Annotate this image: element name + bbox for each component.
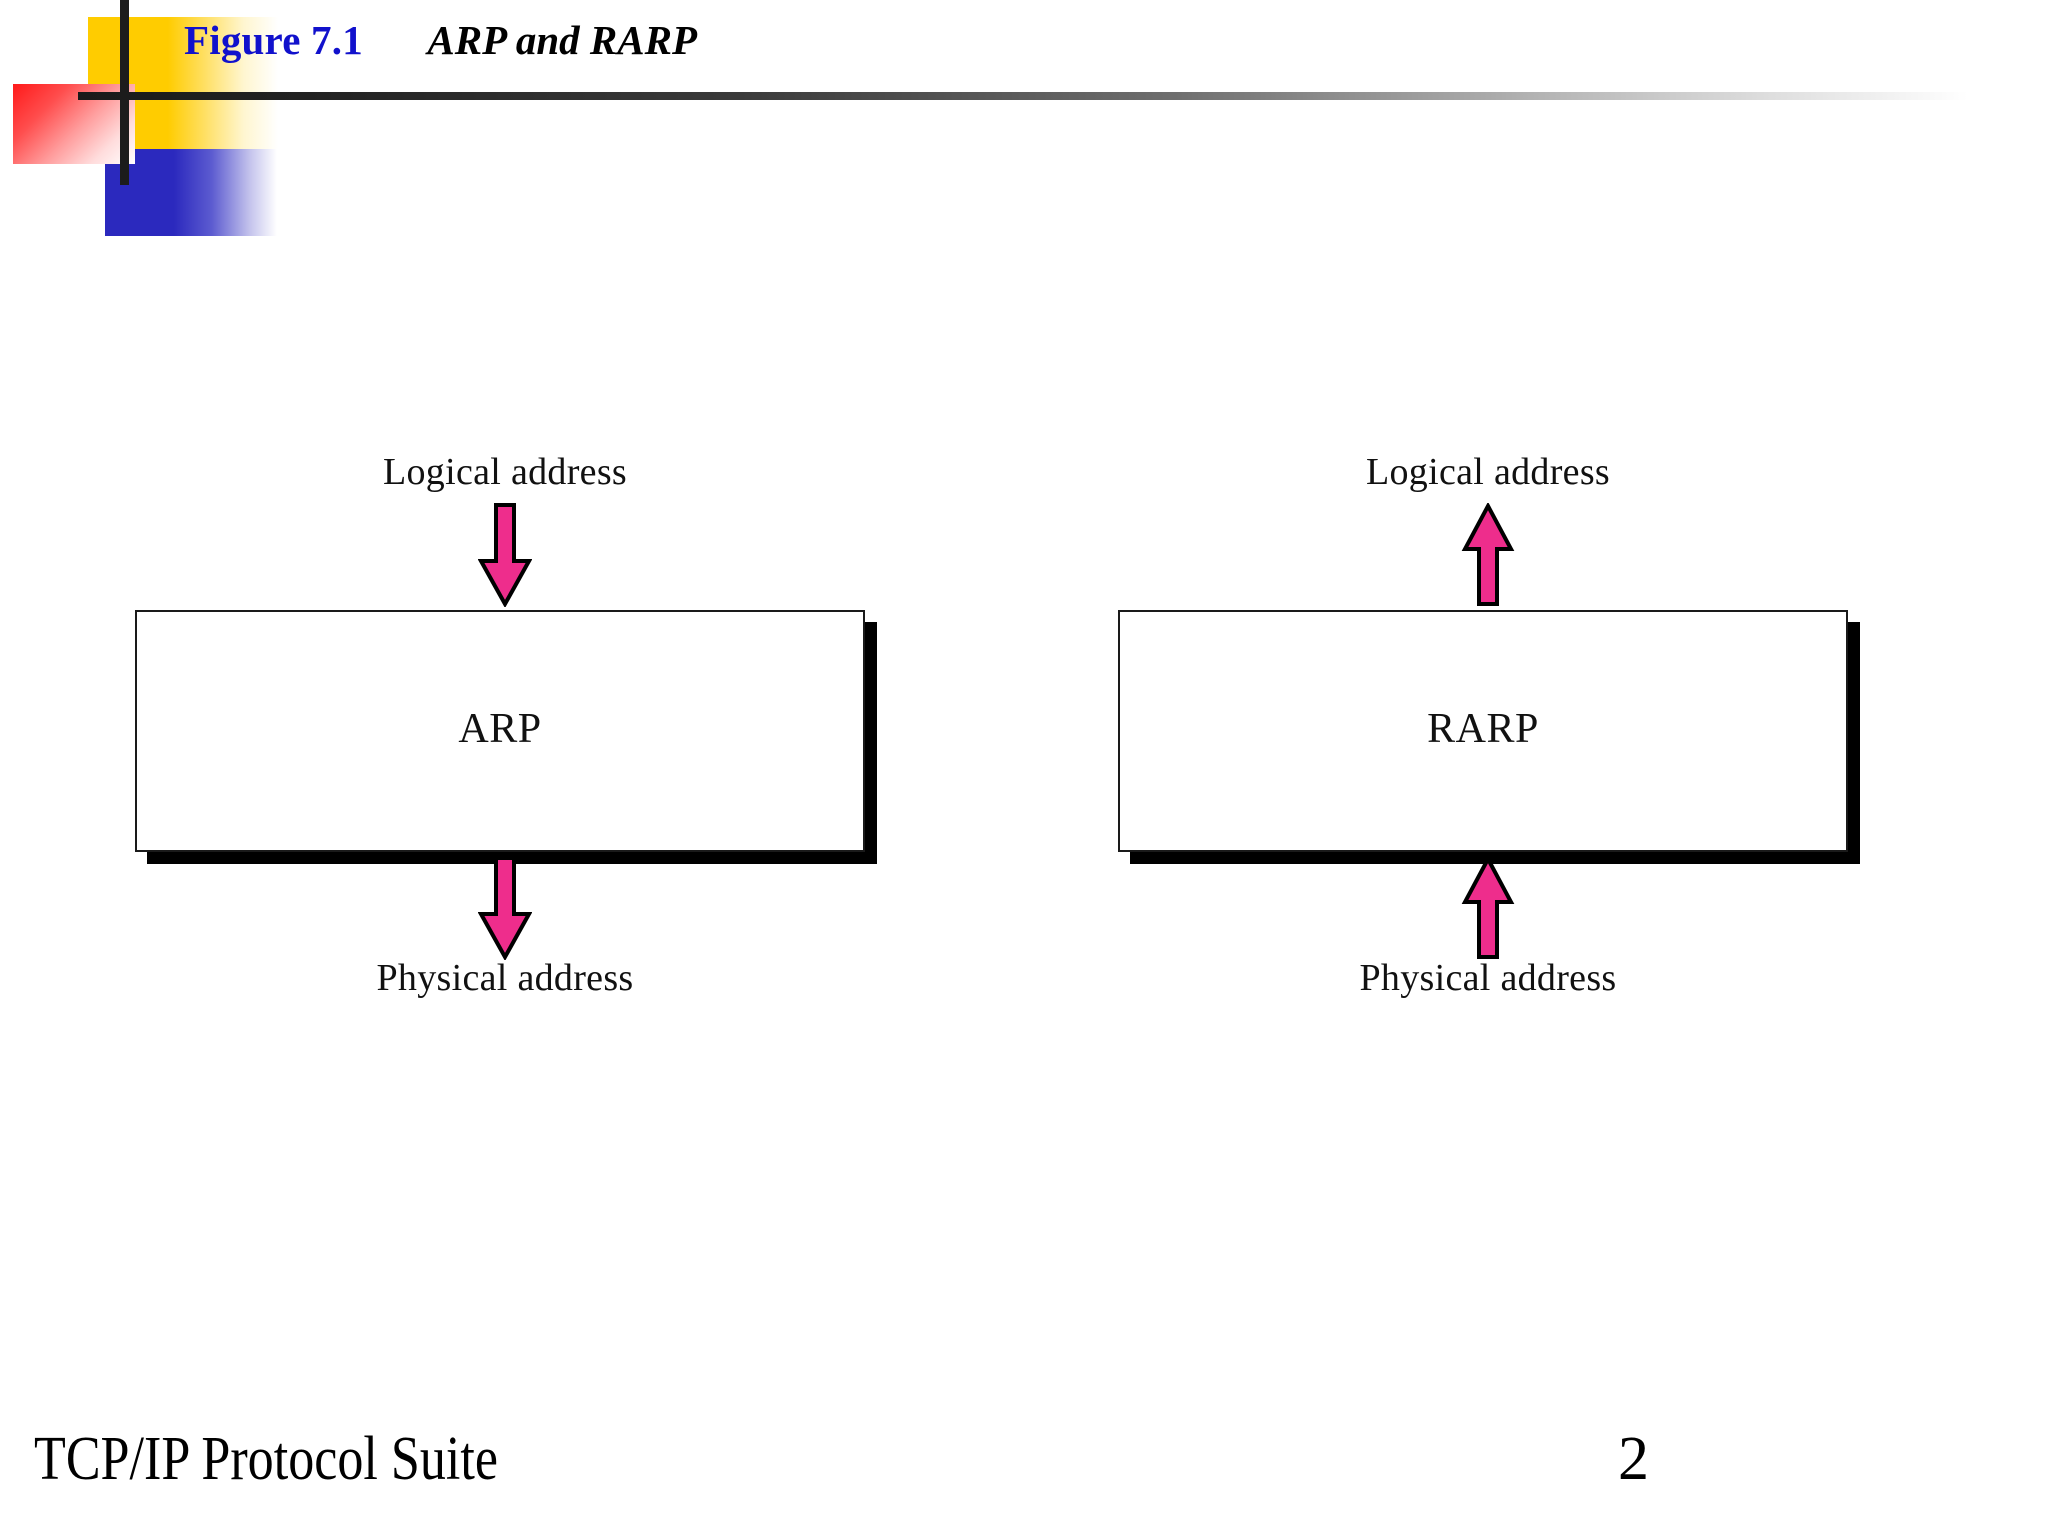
rarp-bottom-address-label: Physical address — [1359, 957, 1617, 999]
slide-title: Figure 7.1 ARP and RARP — [184, 20, 697, 61]
panel-rarp: Logical address RARP Physical address — [1118, 440, 1858, 1000]
figure-number: Figure 7.1 — [184, 17, 363, 63]
arp-bottom-address-label: Physical address — [376, 957, 634, 999]
panel-arp: Logical address ARP Physical address — [135, 440, 875, 1000]
figure-subject: ARP and RARP — [427, 17, 698, 63]
decoration-horizontal-rule — [78, 92, 1968, 100]
rarp-protocol-box: RARP — [1118, 610, 1848, 852]
footer-book-title: TCP/IP Protocol Suite — [34, 1425, 498, 1493]
footer-page-number: 2 — [1618, 1425, 1649, 1493]
arrow-down-icon — [477, 856, 533, 965]
rarp-protocol-label: RARP — [1427, 706, 1539, 752]
arrow-down-icon — [477, 503, 533, 612]
arp-protocol-box: ARP — [135, 610, 865, 852]
arp-protocol-label: ARP — [458, 706, 542, 752]
arp-top-address-label: Logical address — [382, 451, 628, 493]
rarp-top-address-label: Logical address — [1365, 451, 1611, 493]
arrow-up-icon — [1461, 854, 1515, 965]
arrow-up-icon — [1461, 501, 1515, 612]
